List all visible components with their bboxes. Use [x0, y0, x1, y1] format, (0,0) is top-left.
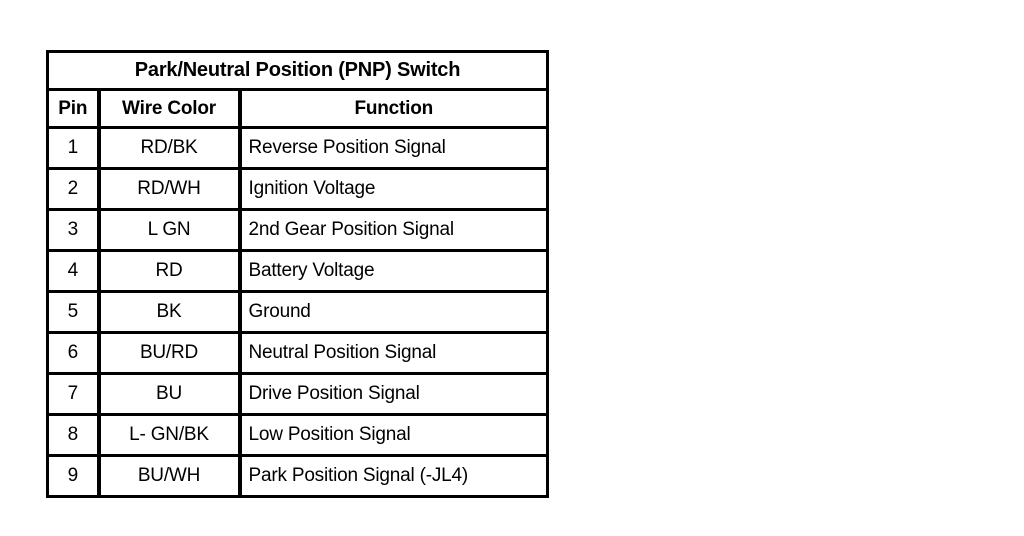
- table-body: Park/Neutral Position (PNP) Switch Pin W…: [47, 51, 548, 497]
- cell-function: Neutral Position Signal: [239, 332, 548, 375]
- cell-pin: 7: [47, 373, 101, 416]
- cell-pin: 3: [47, 209, 101, 252]
- cell-wire-color: RD/WH: [98, 168, 242, 211]
- cell-function: Battery Voltage: [239, 250, 548, 293]
- cell-function: Drive Position Signal: [239, 373, 548, 416]
- cell-wire-color: L GN: [98, 209, 242, 252]
- cell-pin: 5: [47, 291, 101, 334]
- cell-pin: 2: [47, 168, 101, 211]
- cell-function: 2nd Gear Position Signal: [239, 209, 548, 252]
- table-header-row: Pin Wire Color Function: [47, 89, 548, 129]
- cell-pin: 9: [47, 455, 101, 497]
- column-header-pin: Pin: [47, 89, 101, 129]
- table-row: 8 L- GN/BK Low Position Signal: [47, 414, 548, 457]
- table-row: 6 BU/RD Neutral Position Signal: [47, 332, 548, 375]
- table-row: 4 RD Battery Voltage: [47, 250, 548, 293]
- cell-function: Low Position Signal: [239, 414, 548, 457]
- cell-wire-color: BU/RD: [98, 332, 242, 375]
- cell-wire-color: RD/BK: [98, 127, 242, 170]
- column-header-function: Function: [239, 89, 548, 129]
- cell-pin: 1: [47, 127, 101, 170]
- cell-function: Ground: [239, 291, 548, 334]
- table-row: 9 BU/WH Park Position Signal (-JL4): [47, 455, 548, 497]
- table-row: 2 RD/WH Ignition Voltage: [47, 168, 548, 211]
- table-title: Park/Neutral Position (PNP) Switch: [47, 51, 548, 91]
- cell-wire-color: RD: [98, 250, 242, 293]
- cell-wire-color: BU: [98, 373, 242, 416]
- table-row: 7 BU Drive Position Signal: [47, 373, 548, 416]
- table-row: 1 RD/BK Reverse Position Signal: [47, 127, 548, 170]
- cell-pin: 4: [47, 250, 101, 293]
- pnp-switch-pinout-table: Park/Neutral Position (PNP) Switch Pin W…: [46, 50, 550, 498]
- cell-function: Ignition Voltage: [239, 168, 548, 211]
- table-title-row: Park/Neutral Position (PNP) Switch: [47, 51, 548, 91]
- column-header-wire-color: Wire Color: [98, 89, 242, 129]
- cell-wire-color: L- GN/BK: [98, 414, 242, 457]
- table-row: 3 L GN 2nd Gear Position Signal: [47, 209, 548, 252]
- cell-function: Reverse Position Signal: [239, 127, 548, 170]
- cell-function: Park Position Signal (-JL4): [248, 465, 469, 486]
- cell-pin: 8: [47, 414, 101, 457]
- table-row: 5 BK Ground: [47, 291, 548, 334]
- cell-pin: 6: [47, 332, 101, 375]
- cell-wire-color: BU/WH: [98, 455, 242, 497]
- cell-wire-color: BK: [98, 291, 242, 334]
